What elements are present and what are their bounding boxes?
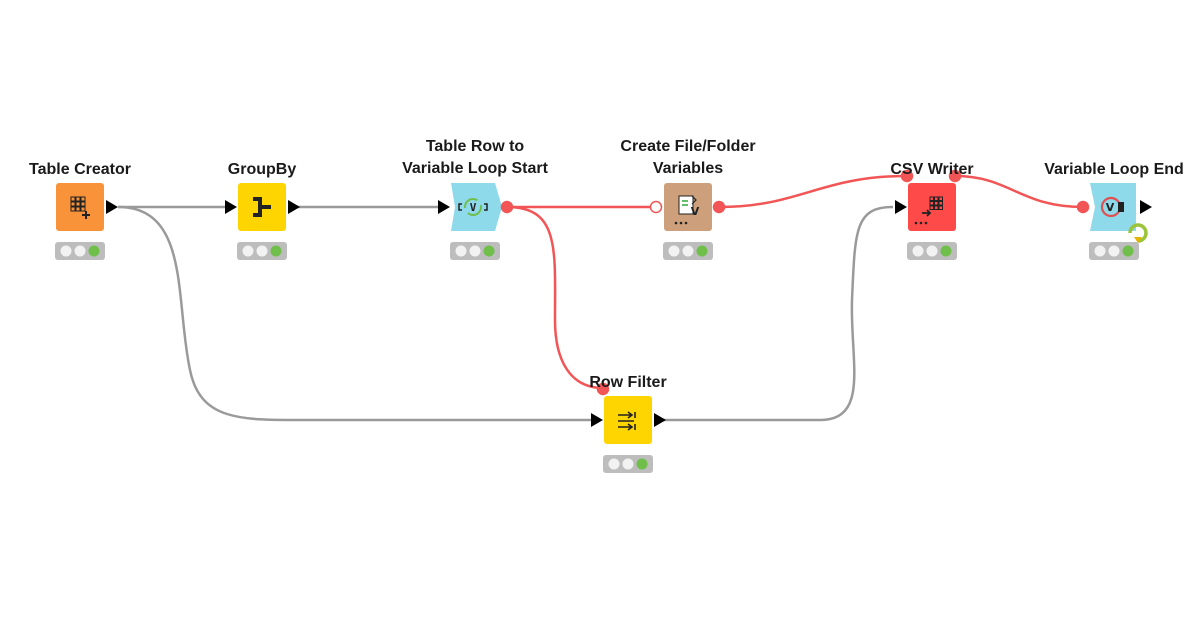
node-title-line: Row Filter [589,374,667,391]
status-light-executed [88,245,100,257]
connection-create-file-to-csv-writer[interactable] [718,174,908,209]
status-light-executed [1122,245,1134,257]
loop-start-icon: V [458,198,488,216]
node-status-indicator [1089,242,1139,260]
input-port[interactable] [591,413,603,427]
node-title-row-filter[interactable]: Row Filter [589,372,666,394]
node-title-line: CSV Writer [890,161,974,178]
output-port[interactable] [654,413,666,427]
status-light-executed [940,245,952,257]
node-loop-start[interactable]: V [438,183,514,260]
status-light-executed [696,245,708,257]
connection-row-filter-to-csv-writer[interactable] [662,205,894,422]
groupby-icon [253,197,271,217]
status-light-idle [668,245,680,257]
output-port[interactable] [106,200,118,214]
svg-text:V: V [691,205,700,218]
node-title-groupby[interactable]: GroupBy [228,159,296,181]
connection-loop-start-to-row-filter[interactable] [506,205,604,390]
node-status-indicator [907,242,957,260]
output-port[interactable] [288,200,300,214]
status-light-idle [1094,245,1106,257]
node-table-creator[interactable] [55,183,118,260]
node-body[interactable] [451,183,502,231]
node-csv-writer[interactable] [895,169,962,261]
node-title-line: Variable Loop End [1044,161,1184,178]
status-light-executed [270,245,282,257]
status-light-executed [636,458,648,470]
input-port[interactable] [225,200,237,214]
node-title-line: Variables [652,160,724,177]
node-body[interactable] [604,396,652,444]
flow-variable-input-port[interactable] [596,382,610,396]
node-status-indicator [55,242,105,260]
node-title-loop-end[interactable]: Variable Loop End [1044,159,1184,181]
status-light-idle [60,245,72,257]
table-plus-icon [70,196,90,219]
flow-variable-input-port[interactable] [1076,200,1090,214]
status-light-idle [469,245,481,257]
status-light-idle [682,245,694,257]
node-row-filter[interactable] [591,382,666,474]
status-light-idle [912,245,924,257]
node-title-line: Table Row to [425,138,525,155]
status-light-idle [1108,245,1120,257]
svg-text:V: V [470,201,477,214]
node-title-line: Create File/Folder [620,138,756,155]
connection-table-creator-to-row-filter[interactable] [117,205,594,422]
node-groupby[interactable] [225,183,300,260]
status-light-idle [242,245,254,257]
node-status-indicator [663,242,713,260]
flow-variable-input-port[interactable] [900,169,914,183]
node-title-line: GroupBy [227,161,297,178]
flow-variable-output-port[interactable] [948,169,962,183]
node-title-loop-start[interactable]: Table Row to Variable Loop Start [402,136,548,180]
node-title-line: Variable Loop Start [402,160,548,177]
output-port[interactable] [1140,200,1152,214]
flow-variable-output-port[interactable] [712,200,726,214]
node-status-indicator [603,455,653,473]
flow-variable-input-port[interactable] [649,200,663,214]
file-variables-icon: V [674,195,700,225]
svg-text:V: V [1106,201,1115,214]
input-port[interactable] [438,200,450,214]
connections-layer [117,174,1084,422]
status-light-idle [74,245,86,257]
node-title-table-creator[interactable]: Table Creator [29,159,131,181]
flow-variable-output-port[interactable] [500,200,514,214]
connection-csv-writer-to-loop-end[interactable] [954,174,1084,209]
status-light-idle [608,458,620,470]
status-light-idle [926,245,938,257]
input-port[interactable] [895,200,907,214]
status-light-executed [483,245,495,257]
node-loop-end[interactable]: V [1076,183,1153,260]
status-light-idle [256,245,268,257]
loop-end-icon: V [1100,196,1124,218]
csv-writer-icon [914,196,943,225]
node-title-line: Table Creator [29,161,131,178]
node-title-csv-writer[interactable]: CSV Writer [890,159,973,181]
node-body[interactable] [908,183,956,231]
node-status-indicator [450,242,500,260]
status-light-idle [455,245,467,257]
node-create-file[interactable]: V [649,183,726,260]
node-body[interactable] [1090,183,1136,231]
row-filter-icon [618,411,636,431]
loop-refresh-icon [1128,223,1148,243]
node-status-indicator [237,242,287,260]
status-light-idle [622,458,634,470]
